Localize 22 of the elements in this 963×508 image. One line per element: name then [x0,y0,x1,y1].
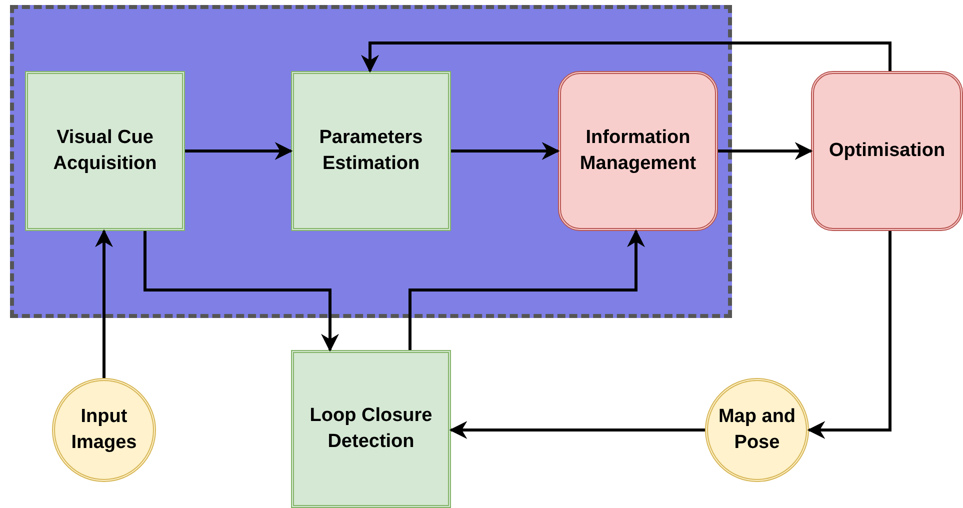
arrow [144,231,339,352]
arrow [807,231,892,439]
process-box [291,71,451,231]
group-region [10,5,732,318]
node-label: Visual Cue Acquisition [52,126,158,176]
arrow [408,229,645,350]
arrow [718,142,813,160]
node-label: Optimisation [828,139,946,163]
arrow [449,421,705,439]
arrow [361,42,892,73]
node-label: Map and Pose [717,405,797,455]
node-label: Loop Closure Detection [308,404,434,454]
process-box [558,71,718,231]
arrow [451,142,560,160]
node-label: Information Management [578,126,698,176]
arrow [95,229,113,378]
node-label: Parameters Estimation [318,126,424,176]
process-box [291,350,451,508]
process-box [25,71,185,231]
node-label: Input Images [70,405,138,455]
process-box [811,71,963,231]
arrow [185,142,293,160]
